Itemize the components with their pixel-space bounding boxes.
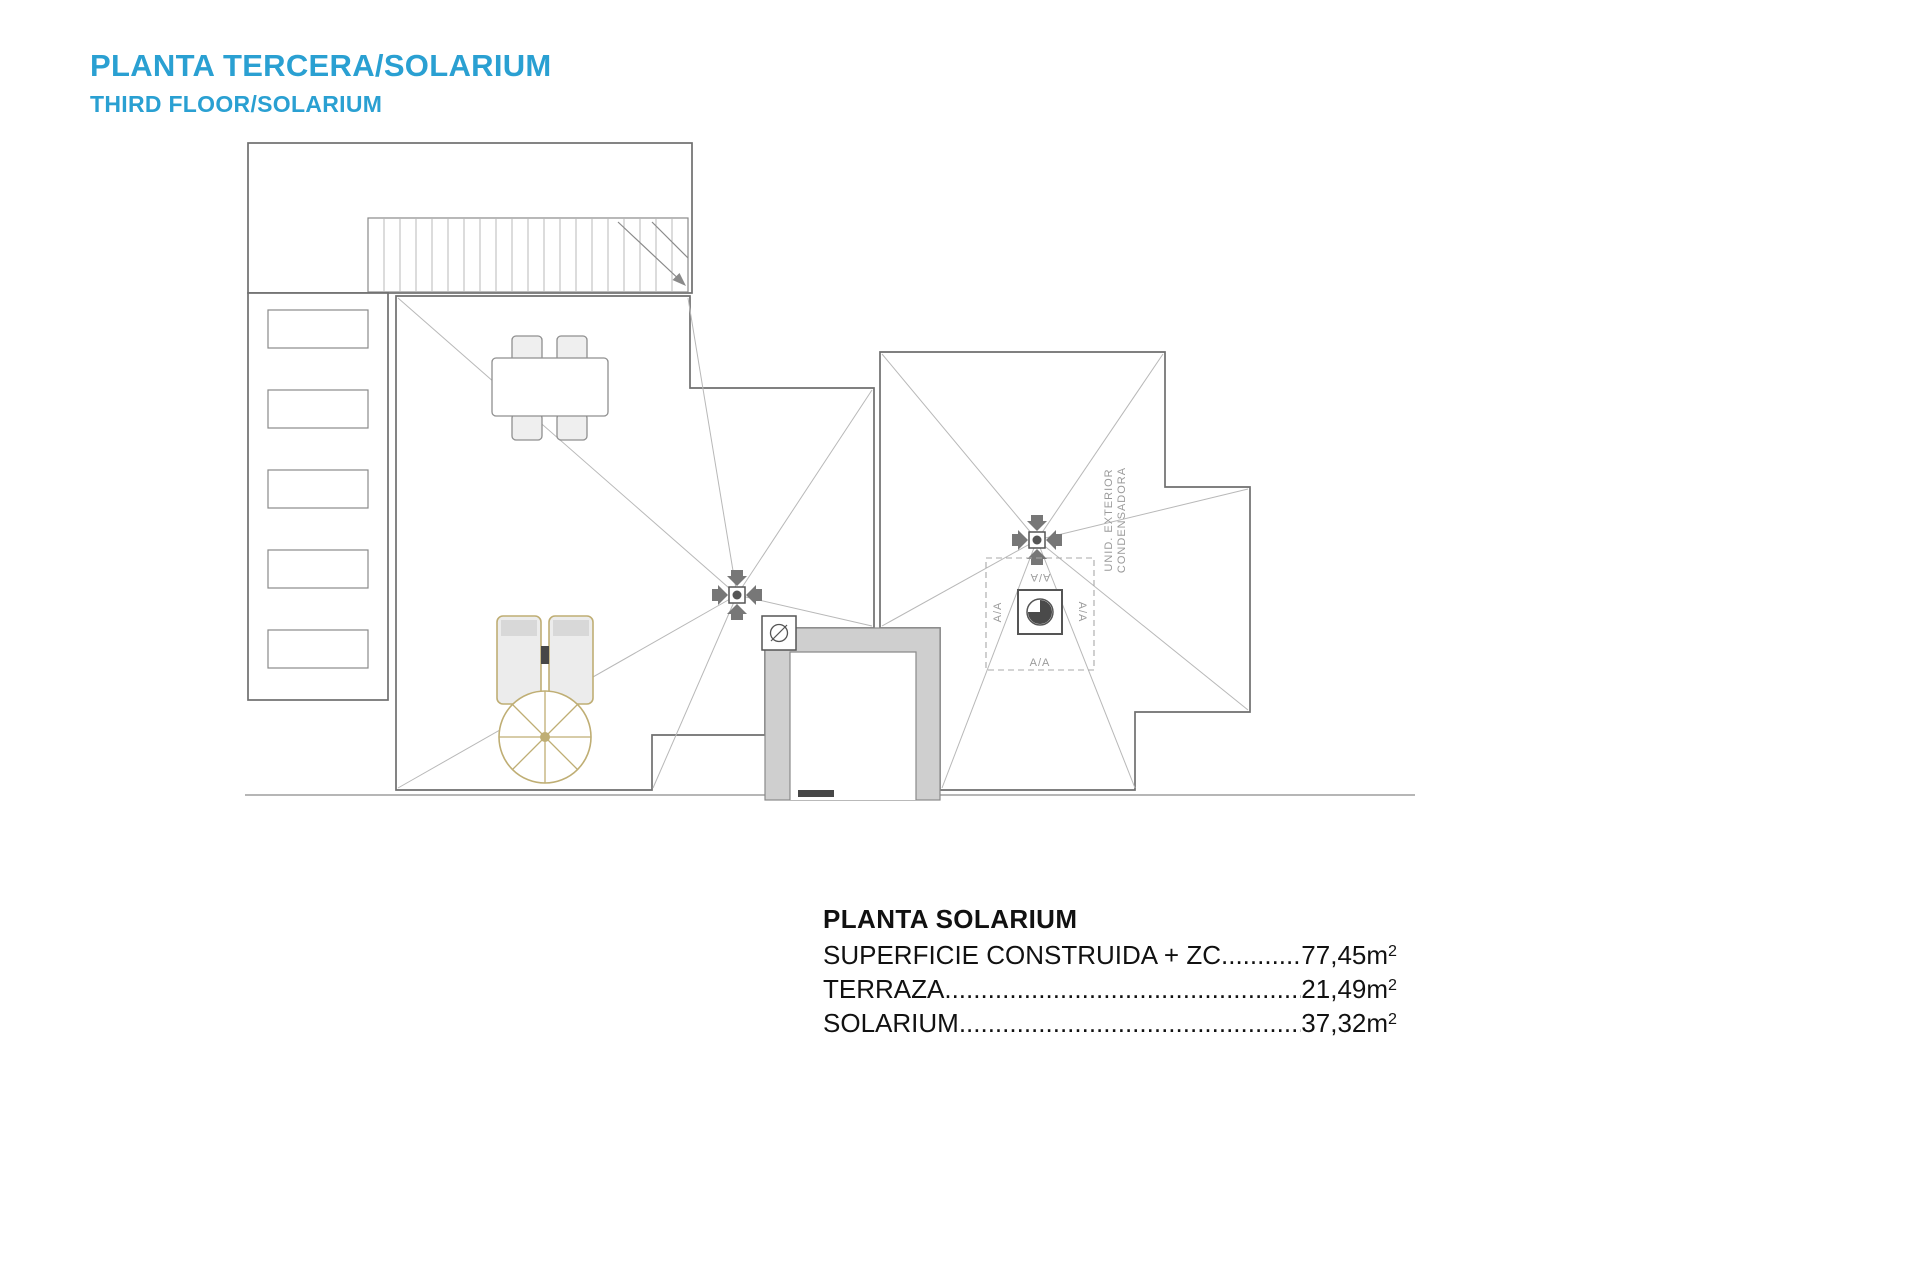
legend-row-label: TERRAZA <box>823 974 945 1004</box>
ac-unit-label-line2: CONDENSADORA <box>1116 467 1128 573</box>
legend-row: SUPERFICIE CONSTRUIDA + ZC .............… <box>823 938 1397 972</box>
superscript: 2 <box>1388 1009 1397 1028</box>
solarium-slope-lines <box>881 353 1249 789</box>
legend-title: PLANTA SOLARIUM <box>823 904 1078 934</box>
sun-loungers <box>496 615 594 705</box>
stair-direction-arrow <box>617 221 689 286</box>
chair <box>556 413 588 441</box>
louver-slat <box>267 549 369 589</box>
legend-row-value: 77,45m2 <box>1301 940 1397 970</box>
plan-header: PLANTA TERCERA/SOLARIUM THIRD FLOOR/SOLA… <box>90 48 552 118</box>
legend-row-label: SOLARIUM <box>823 1008 959 1038</box>
elevator-box <box>761 615 797 651</box>
aa-label-bottom: A/A <box>1030 657 1051 669</box>
stair-treads <box>383 218 673 292</box>
legend-row-value: 21,49m2 <box>1301 974 1397 1004</box>
legend-row-value: 37,32m2 <box>1301 1008 1397 1038</box>
aa-label-left: A/A <box>992 602 1004 623</box>
louver-slat <box>267 629 369 669</box>
umbrella-pole <box>540 732 550 742</box>
core-interior <box>789 651 917 800</box>
page-subtitle: THIRD FLOOR/SOLARIUM <box>90 91 383 117</box>
louver-slat <box>267 389 369 429</box>
ac-unit-label-line1: UNID. EXTERIOR <box>1103 468 1115 571</box>
legend-leader-dots: ........................................… <box>944 974 1301 1004</box>
side-table <box>541 646 549 664</box>
staircase <box>367 217 689 293</box>
louver-slat <box>267 309 369 349</box>
lounger-headrest <box>553 620 589 636</box>
page-title: PLANTA TERCERA/SOLARIUM <box>90 48 552 83</box>
dining-table-set <box>491 335 609 441</box>
legend-leader-dots: ........................................… <box>958 1008 1301 1038</box>
legend-row: TERRAZA ................................… <box>823 972 1397 1006</box>
ac-unit: A/A A/A A/A A/A UNID. EXTERIOR CONDENSAD… <box>985 467 1128 671</box>
aa-label-right: A/A <box>1076 602 1088 623</box>
stair-elevator-core <box>761 615 941 801</box>
superscript: 2 <box>1388 941 1397 960</box>
ac-unit-label: UNID. EXTERIOR CONDENSADORA <box>1103 467 1128 573</box>
lounger-headrest <box>501 620 537 636</box>
louver-slat <box>267 469 369 509</box>
chair <box>511 413 543 441</box>
umbrella <box>498 690 592 784</box>
superscript: 2 <box>1388 975 1397 994</box>
table <box>491 357 609 417</box>
aa-label-top: A/A <box>1030 571 1051 583</box>
door-threshold <box>798 790 834 797</box>
ac-clearance-zone <box>985 557 1095 671</box>
louver-panel <box>247 292 389 701</box>
legend-row-label: SUPERFICIE CONSTRUIDA + ZC <box>823 940 1221 970</box>
area-legend: PLANTA SOLARIUM SUPERFICIE CONSTRUIDA + … <box>823 904 1397 1040</box>
ac-fan-blade <box>1028 600 1052 624</box>
legend-row: SOLARIUM ...............................… <box>823 1006 1397 1040</box>
legend-leader-dots: ........................................… <box>1221 940 1301 970</box>
